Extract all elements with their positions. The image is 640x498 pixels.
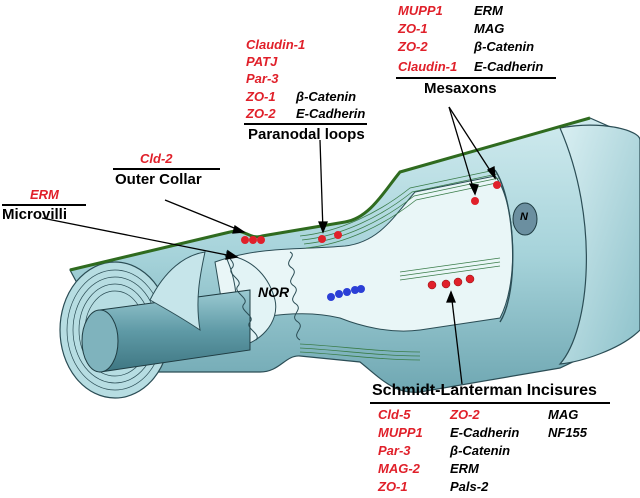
mesaxons-protein-4: Claudin-1 [398,59,458,74]
mesaxons-protein-6: MAG [474,21,505,36]
microvilli-protein-erm: ERM [30,187,59,202]
peeled-flap [149,251,206,332]
sli-col1-4: MAG-2 [378,461,420,476]
nucleus [512,202,538,236]
sli-col2-4: ERM [450,461,479,476]
outer-collar-protein-cld2: Cld-2 [140,151,173,166]
outer-collar-rule [113,168,220,170]
sli-col2-1: ZO-2 [450,407,480,422]
axon-end [81,309,119,373]
right-lip [494,169,514,323]
paranodal-protein-2: PATJ [246,54,278,69]
sli-col1-1: Cld-5 [378,407,411,422]
paranodal-protein-4: ZO-1 [246,89,276,104]
mesaxons-protein-5: ERM [474,3,503,18]
sli-col3-1: MAG [548,407,579,422]
nucleus-label: N [520,211,528,223]
outer-collar-title: Outer Collar [115,171,202,188]
microvilli-title: Microvilli [2,206,68,223]
mesaxons-protein-7: β-Catenin [474,39,535,54]
paranodal-title: Paranodal loops [248,126,365,143]
left-paranodal-loops [226,249,258,341]
sli-col2-5: Pals-2 [450,479,489,494]
paranodal-protein-1: Claudin-1 [246,37,306,52]
sli-col2-2: E-Cadherin [450,425,520,440]
sli-col1-3: Par-3 [378,443,411,458]
mesaxons-rule [396,77,556,79]
microvilli-rule [2,204,86,206]
fiber-right-end [558,124,640,365]
mesaxons-title: Mesaxons [424,80,497,97]
paranodal-protein-7: E-Cadherin [296,106,366,121]
schmidt-lanterman-title: Schmidt-Lanterman Incisures [372,382,597,399]
sli-col1-2: MUPP1 [378,425,423,440]
paranodal-protein-5: ZO-2 [246,106,276,121]
right-paranodal-loops [288,251,301,341]
mesaxons-protein-2: ZO-1 [398,21,428,36]
sli-col3-2: NF155 [548,425,588,440]
schmidt-lanterman-rule [370,402,610,404]
paranodal-protein-6: β-Catenin [296,89,357,104]
mesaxons-protein-8: E-Cadherin [474,59,544,74]
paranodal-rule [244,123,367,125]
mesaxons-protein-1: MUPP1 [398,3,443,18]
sli-col1-5: ZO-1 [378,479,408,494]
mesaxons-protein-3: ZO-2 [398,39,428,54]
sli-col2-3: β-Catenin [450,443,511,458]
paranodal-protein-3: Par-3 [246,71,279,86]
node-of-ranvier-label: NOR [258,284,290,300]
